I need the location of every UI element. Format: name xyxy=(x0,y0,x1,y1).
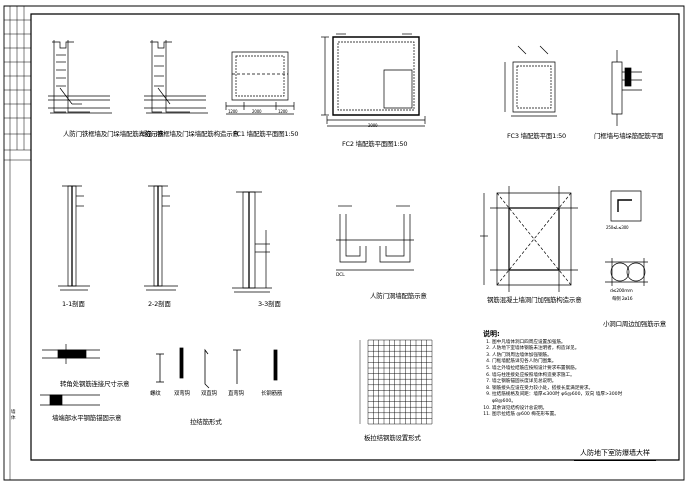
hook-label: 双直钩 xyxy=(201,391,217,397)
note-item: 图中凡墙体洞口四周应设置加强筋。 xyxy=(492,340,633,347)
hook-label: 长钢筋筋 xyxy=(261,391,283,397)
detail-8-label: 2-2剖面 xyxy=(148,300,171,308)
detail-12-label: 小洞口周边加强筋示意 xyxy=(603,320,667,328)
notes-heading: 说明: xyxy=(483,330,500,338)
notes-list: 图中凡墙体洞口四周应设置加强筋。人防地下室墙体钢筋未注明者，构造详见。人防门洞周… xyxy=(483,340,633,419)
note-item: 拉结筋规格及间距：墙厚≤300时 φ6@600，双向 墙厚>300时 φ8@60… xyxy=(492,392,633,405)
detail-1-label: 人防门铁框墙及门垛墙配筋详细示意 xyxy=(63,130,164,138)
inner-frame xyxy=(31,14,679,460)
detail-9-drawing xyxy=(232,192,272,292)
detail-3-label: FC1 墙配筋平面图1:50 xyxy=(233,130,299,138)
note-item: 墙之钢筋锚固长度详见总说明。 xyxy=(492,379,633,386)
detail-7-drawing xyxy=(58,186,90,290)
note-item: 人防门洞周边墙体加强钢筋。 xyxy=(492,353,633,360)
sheet-title: 人防地下室防爆墙大样 xyxy=(574,449,656,461)
small-dim: d≤200mm xyxy=(610,289,633,294)
note-item: 墙之外墙拉结筋应按照设计要求布置钢筋。 xyxy=(492,366,633,373)
detail-3-drawing xyxy=(226,52,294,114)
detail-8-drawing xyxy=(144,186,178,290)
title-block-column xyxy=(4,6,31,480)
detail-7-label: 1-1剖面 xyxy=(62,300,85,308)
note-item: 图示拉结筋 @600 梅花形布置。 xyxy=(492,412,633,419)
detail-2-label: 人防门铁框墙及门垛墙配筋构造示意 xyxy=(138,130,239,138)
detail-16-label: 板拉结钢筋设置形式 xyxy=(364,434,421,442)
detail-14-drawing xyxy=(40,395,100,405)
detail-5-drawing xyxy=(505,46,557,116)
hook-label: 直弯钩 xyxy=(228,391,244,397)
note-item: 人防地下室墙体钢筋未注明者，构造详见。 xyxy=(492,346,633,353)
note-item: 其余详见结构设计总说明。 xyxy=(492,406,633,413)
detail-2-drawing xyxy=(144,40,208,113)
detail-1-drawing xyxy=(48,40,112,113)
detail-4-label: FC2 墙配筋平面图1:50 xyxy=(342,140,408,148)
hook-label: 双弯钩 xyxy=(174,391,190,397)
title-block-text: 墙 xyxy=(11,410,16,415)
detail-11-drawing xyxy=(480,186,578,292)
detail-15-drawing xyxy=(156,348,277,388)
title-block-text: 体 xyxy=(11,416,16,421)
detail-10-drawing xyxy=(336,206,414,270)
fc1-dim: 1200 xyxy=(228,109,238,114)
fc1-dim: 2000 xyxy=(252,109,262,114)
general-notes: 说明: 图中凡墙体洞口四周应设置加强筋。人防地下室墙体钢筋未注明者，构造详见。人… xyxy=(483,331,633,419)
detail-6-drawing xyxy=(612,50,642,126)
note-item: 钢筋接头应设在受力较小处，搭接长度满足要求。 xyxy=(492,386,633,393)
detail-13-label: 转角处钢筋连接尺寸示意 xyxy=(60,380,130,388)
fc1-dim: 1200 xyxy=(278,109,288,114)
detail-15-label: 拉结筋形式 xyxy=(190,418,222,426)
small-opening-dim: 250≤L≤300 xyxy=(606,225,629,230)
note-item: 墙与柱连接处应按照墙体构造要求施工。 xyxy=(492,373,633,380)
sheet-border xyxy=(4,6,684,480)
detail-6-label: 门框墙与墙垛筋配筋平面 xyxy=(594,132,664,140)
dcl-mark: DCL xyxy=(336,273,345,278)
detail-13-drawing xyxy=(42,344,100,364)
detail-10-label: 人防门洞墙配筋示意 xyxy=(370,292,427,300)
fc2-dim: 2000 xyxy=(368,123,378,128)
detail-16-drawing xyxy=(360,340,432,424)
detail-4-drawing xyxy=(321,34,425,126)
detail-11-label: 钢筋混凝土墙洞门加强筋构造示意 xyxy=(487,296,582,304)
detail-9-label: 3-3剖面 xyxy=(258,300,281,308)
note-item: 门框墙配筋详见各人防门图集。 xyxy=(492,359,633,366)
detail-12-drawing xyxy=(605,191,648,286)
small-note: 每侧 2ø16 xyxy=(612,297,633,302)
hook-label: 螺纹 xyxy=(150,391,161,397)
detail-5-label: FC3 墙配筋平面1:50 xyxy=(507,132,566,140)
detail-14-label: 墙端部水平钢筋锚固示意 xyxy=(52,414,122,422)
